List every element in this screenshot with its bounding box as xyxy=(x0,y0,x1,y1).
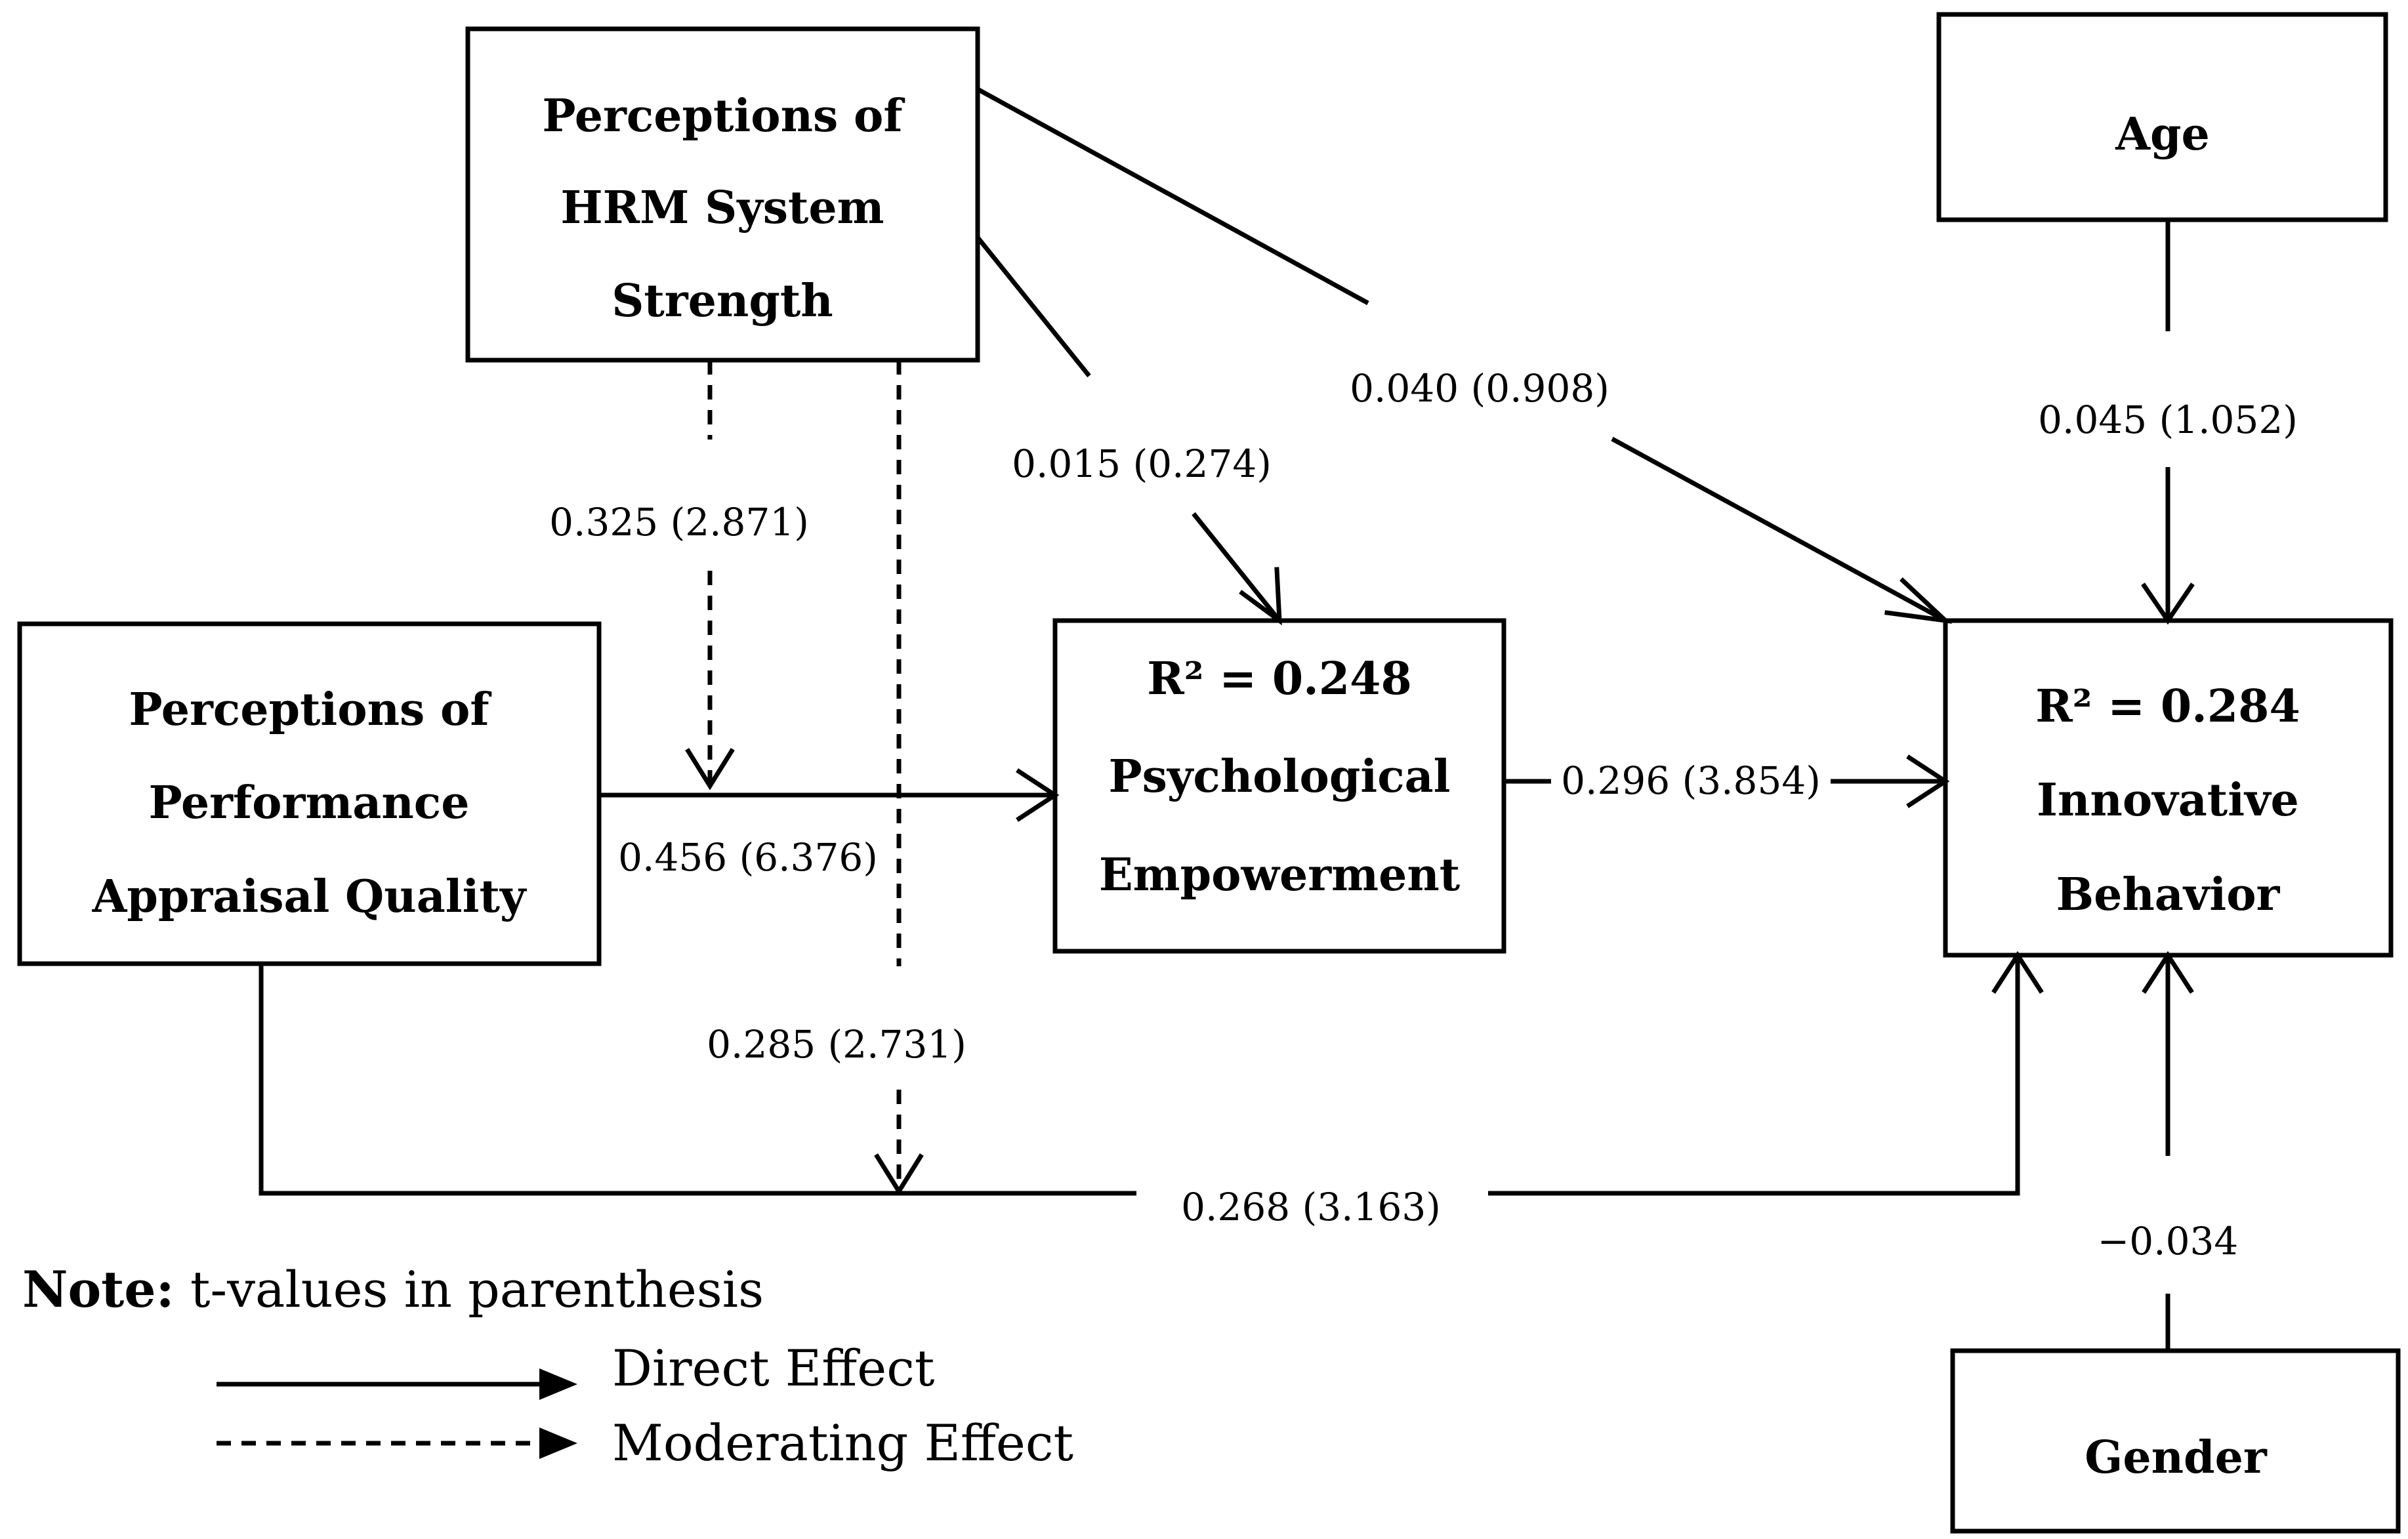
edge-gender-to-innovative-behavior: −0.034 xyxy=(2098,951,2239,1351)
legend-moderating-label: Moderating Effect xyxy=(612,1414,1073,1472)
age-label: Age xyxy=(2115,108,2210,161)
edge-age-to-innovative-behavior: 0.045 (1.052) xyxy=(2038,220,2298,625)
innov-line-1: Innovative xyxy=(2037,774,2299,827)
hrm-line-1: Perceptions of xyxy=(542,90,905,142)
box-innovative-behavior: R² = 0.284 Innovative Behavior xyxy=(1943,618,2394,958)
label-gender-to-ib: −0.034 xyxy=(2098,1219,2239,1263)
edge-psychological-empowerment-to-innovative-behavior: 0.296 (3.854) xyxy=(1504,754,1950,808)
appraisal-line-2: Performance xyxy=(149,777,470,829)
legend-direct-arrowhead xyxy=(539,1368,577,1400)
edge-hrm-to-psychological-empowerment: 0.015 (0.274) xyxy=(976,236,1282,626)
gender-label: Gender xyxy=(2085,1431,2268,1484)
label-hrm-to-pe: 0.015 (0.274) xyxy=(1012,441,1272,486)
psych-r2: R² = 0.248 xyxy=(1147,653,1412,705)
label-age-to-ib: 0.045 (1.052) xyxy=(2038,398,2298,442)
appraisal-line-3: Appraisal Quality xyxy=(92,871,528,923)
psych-line-1: Psychological xyxy=(1109,750,1451,803)
label-pa-to-ib: 0.268 (3.163) xyxy=(1181,1185,1441,1229)
legend-note-bold: Note: xyxy=(22,1260,175,1319)
innov-line-2: Behavior xyxy=(2056,869,2281,921)
label-pe-to-ib: 0.296 (3.854) xyxy=(1561,758,1821,803)
label-hrm-to-ib: 0.040 (0.908) xyxy=(1350,366,1609,411)
edge-hrm-to-innovative-behavior: 0.040 (0.908) xyxy=(976,87,1953,624)
hrm-line-2: HRM System xyxy=(560,182,884,234)
edge-moderation-on-appraisal-innovation: 0.285 (2.731) xyxy=(707,360,966,1196)
legend: Note: t-values in parenthesis Direct Eff… xyxy=(22,1260,1073,1472)
legend-note: Note: t-values in parenthesis xyxy=(22,1260,764,1319)
edge-appraisal-to-innovative-behavior: 0.268 (3.163) xyxy=(259,951,2044,1229)
label-mod-pe: 0.325 (2.871) xyxy=(549,500,809,544)
legend-note-text: t-values in parenthesis xyxy=(175,1260,764,1319)
label-pa-to-pe: 0.456 (6.376) xyxy=(618,835,878,880)
legend-moderating-arrowhead xyxy=(539,1427,577,1459)
edge-appraisal-to-psychological-empowerment: 0.456 (6.376) xyxy=(599,768,1060,880)
edge-moderation-on-appraisal-empowerment: 0.325 (2.871) xyxy=(549,360,809,790)
label-mod-ib: 0.285 (2.731) xyxy=(707,1022,966,1067)
box-gender: Gender xyxy=(1950,1348,2401,1534)
box-psychological-empowerment: R² = 0.248 Psychological Empowerment xyxy=(1052,618,1506,954)
appraisal-line-1: Perceptions of xyxy=(129,684,491,736)
box-hrm-system-strength: Perceptions of HRM System Strength xyxy=(465,26,980,363)
psych-line-2: Empowerment xyxy=(1099,849,1461,901)
box-age: Age xyxy=(1936,12,2388,222)
hrm-line-3: Strength xyxy=(612,275,833,327)
box-performance-appraisal-quality: Perceptions of Performance Appraisal Qua… xyxy=(17,621,602,966)
legend-direct-label: Direct Effect xyxy=(612,1339,934,1397)
innov-r2: R² = 0.284 xyxy=(2035,680,2300,733)
